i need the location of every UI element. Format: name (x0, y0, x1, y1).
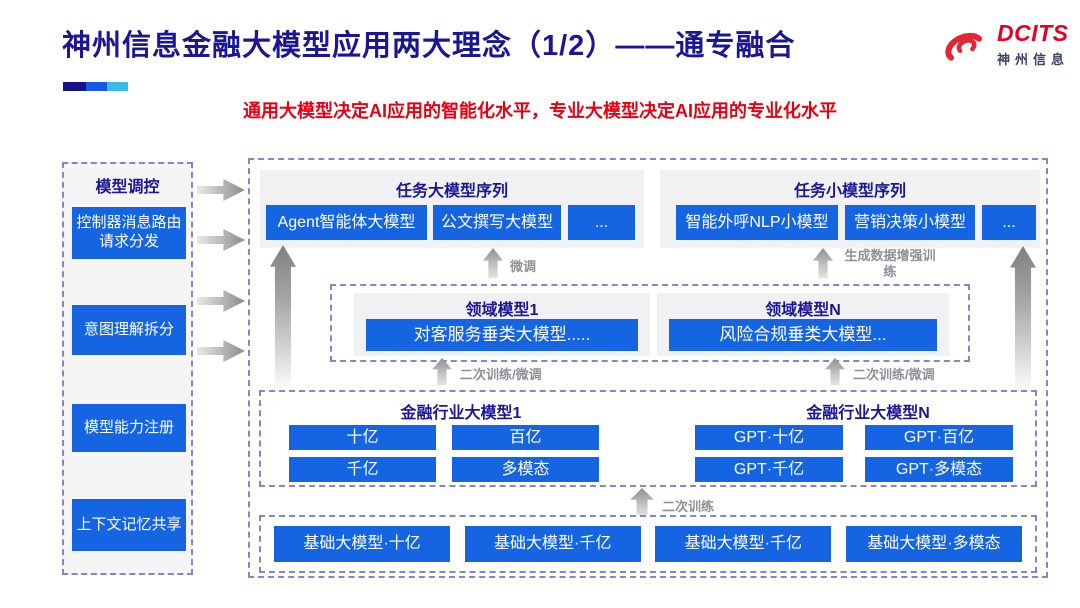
sidebar-item-router: 控制器消息路由请求分发 (72, 207, 186, 259)
flow-arrow-right-3 (197, 290, 245, 312)
model-box-marketing-decision: 营销决策小模型 (845, 205, 975, 240)
model-box-customer-service: 对客服务垂类大模型..... (366, 319, 638, 351)
model-box-10b: 百亿 (452, 425, 599, 450)
model-box-base-multimodal: 基础大模型·多模态 (845, 526, 1022, 562)
domain-model-1-title: 领域模型1 (465, 302, 539, 319)
domain-model-n-panel: 领域模型N 风险合规垂类大模型... (657, 293, 949, 356)
logo-brand-cn: 神州信息 (997, 52, 1070, 67)
sidebar-title: 模型调控 (95, 179, 160, 196)
sidebar-item-intent: 意图理解拆分 (72, 305, 186, 355)
model-box-gpt-100b: GPT·千亿 (695, 457, 843, 482)
model-box-multimodal: 多模态 (452, 457, 599, 482)
task-small-model-panel: 任务小模型序列 智能外呼NLP小模型 营销决策小模型 ... (660, 170, 1040, 248)
train-arrow-up-left (270, 245, 296, 390)
model-box-gpt-10b: GPT·百亿 (865, 425, 1013, 450)
model-box-base-1b: 基础大模型·十亿 (274, 526, 450, 562)
task-large-title: 任务大模型序列 (395, 183, 508, 200)
model-box-gpt-1b: GPT·十亿 (695, 425, 843, 450)
model-box-100b: 千亿 (289, 457, 436, 482)
retrain-label-left: 二次训练/微调 (460, 367, 542, 382)
model-box-document-writing: 公文撰写大模型 (433, 205, 561, 240)
model-control-panel: 模型调控 控制器消息路由请求分发 意图理解拆分 模型能力注册 上下文记忆共享 (62, 162, 193, 575)
sidebar-item-register: 模型能力注册 (72, 404, 186, 452)
secondary-train-arrow-icon (630, 488, 654, 516)
domain-model-n-title: 领域模型N (765, 302, 841, 319)
flow-arrow-right-1 (197, 179, 245, 201)
retrain-arrow-left-icon (432, 358, 452, 385)
industry-model-1-grid: 十亿 百亿 千亿 多模态 (289, 425, 599, 482)
finetune-arrow-icon (483, 248, 503, 278)
page-title: 神州信息金融大模型应用两大理念（1/2）——通专融合 (62, 30, 796, 62)
retrain-label-right: 二次训练/微调 (853, 367, 935, 382)
flow-arrow-right-2 (197, 229, 245, 251)
model-box-agent: Agent智能体大模型 (266, 205, 427, 240)
finetune-label: 微调 (510, 259, 537, 274)
task-small-title: 任务小模型序列 (793, 183, 906, 200)
secondary-train-label: 二次训练 (662, 499, 715, 514)
model-box-1b: 十亿 (289, 425, 436, 450)
base-models-box: 基础大模型·十亿 基础大模型·千亿 基础大模型·千亿 基础大模型·多模态 (259, 515, 1037, 573)
gen-data-label: 生成数据增强训练 (844, 248, 936, 279)
industry-model-n-grid: GPT·十亿 GPT·百亿 GPT·千亿 GPT·多模态 (695, 425, 1013, 482)
model-box-small-more: ... (982, 205, 1036, 240)
domain-models-box: 领域模型1 对客服务垂类大模型..... 领域模型N 风险合规垂类大模型... (330, 284, 970, 362)
slide-subtitle: 通用大模型决定AI应用的智能化水平，专业大模型决定AI应用的专业化水平 (243, 101, 837, 121)
sidebar-item-context: 上下文记忆共享 (72, 499, 186, 551)
flow-arrow-right-4 (197, 340, 245, 362)
model-box-base-100b-1: 基础大模型·千亿 (464, 526, 641, 562)
task-large-model-panel: 任务大模型序列 Agent智能体大模型 公文撰写大模型 ... (260, 170, 644, 248)
model-box-base-100b-2: 基础大模型·千亿 (655, 526, 832, 562)
dcits-swirl-icon (945, 32, 983, 61)
dcits-logo: DCITS 神州信息 (938, 22, 1069, 68)
industry-model-n-title: 金融行业大模型N (806, 405, 930, 422)
train-arrow-up-right (1010, 246, 1036, 390)
retrain-arrow-right-icon (825, 358, 845, 385)
gen-data-arrow-icon (813, 248, 833, 278)
model-box-gpt-multimodal: GPT·多模态 (865, 457, 1013, 482)
industry-models-box: 金融行业大模型1 十亿 百亿 千亿 多模态 金融行业大模型N GPT·十亿 GP… (259, 390, 1037, 487)
model-box-outbound-nlp: 智能外呼NLP小模型 (676, 205, 838, 240)
logo-brand-text: DCITS (997, 20, 1069, 46)
model-box-risk-compliance: 风险合规垂类大模型... (669, 319, 937, 351)
model-box-large-more: ... (568, 205, 635, 240)
industry-model-1-title: 金融行业大模型1 (400, 405, 522, 422)
domain-model-1-panel: 领域模型1 对客服务垂类大模型..... (354, 293, 650, 356)
title-accent-bar (63, 82, 128, 91)
architecture-diagram: 任务大模型序列 Agent智能体大模型 公文撰写大模型 ... 任务小模型序列 … (248, 158, 1048, 578)
